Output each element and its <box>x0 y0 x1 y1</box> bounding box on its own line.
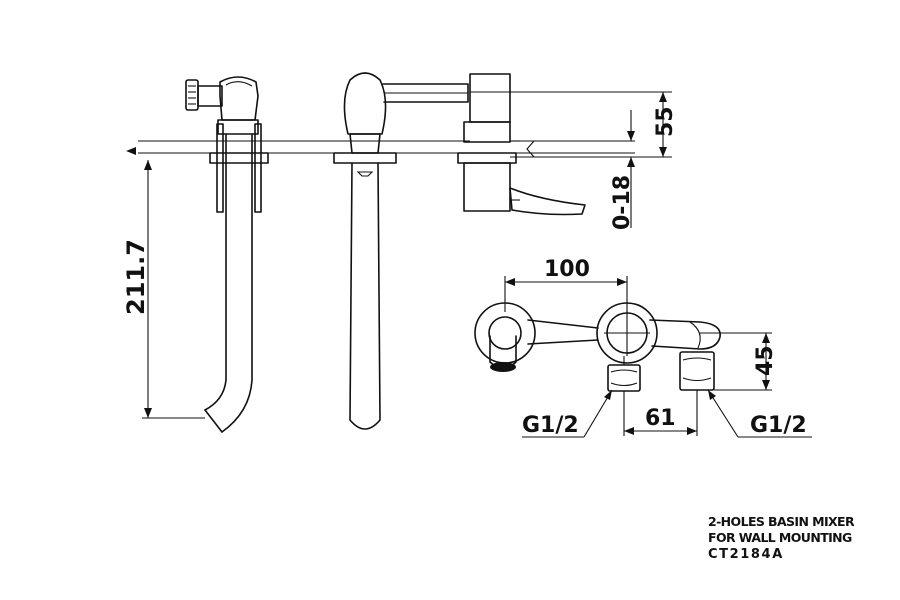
title-block: 2-HOLES BASIN MIXER FOR WALL MOUNTING CT… <box>708 514 855 563</box>
left-outlet <box>490 362 516 372</box>
dim-45-label: 45 <box>753 345 778 376</box>
model-number: CT2184A <box>708 547 784 562</box>
dim-211-7: 211.7 <box>122 160 205 419</box>
dim-61-label: 61 <box>645 406 676 431</box>
dim-61: 61 <box>623 390 698 436</box>
dim-0-18: 0-18 <box>610 110 635 230</box>
lever-top <box>649 319 721 350</box>
title-line-1: 2-HOLES BASIN MIXER <box>708 514 855 529</box>
dim-211-7-label: 211.7 <box>122 239 150 315</box>
title-line-2: FOR WALL MOUNTING <box>708 530 852 545</box>
thread-callout-right: G1/2 <box>707 389 812 438</box>
front-view: 55 0-18 211.7 <box>122 72 678 433</box>
thread-right-label: G1/2 <box>750 413 807 438</box>
thread-left-label: G1/2 <box>522 413 579 438</box>
dim-45: 45 <box>700 332 778 391</box>
dim-100: 100 <box>504 257 628 312</box>
dim-55: 55 <box>470 91 678 158</box>
wall-arrow <box>126 147 136 155</box>
dim-55-label: 55 <box>653 106 678 137</box>
middle-spout <box>333 72 469 430</box>
right-mixer <box>457 73 586 216</box>
thread-callout-left: G1/2 <box>522 389 613 438</box>
inlet-left <box>607 364 641 392</box>
right-plate <box>596 302 658 364</box>
dim-0-18-label: 0-18 <box>610 175 635 230</box>
bottom-view: 100 45 <box>474 257 812 438</box>
dim-100-label: 100 <box>544 257 590 282</box>
left-spout <box>185 76 269 433</box>
